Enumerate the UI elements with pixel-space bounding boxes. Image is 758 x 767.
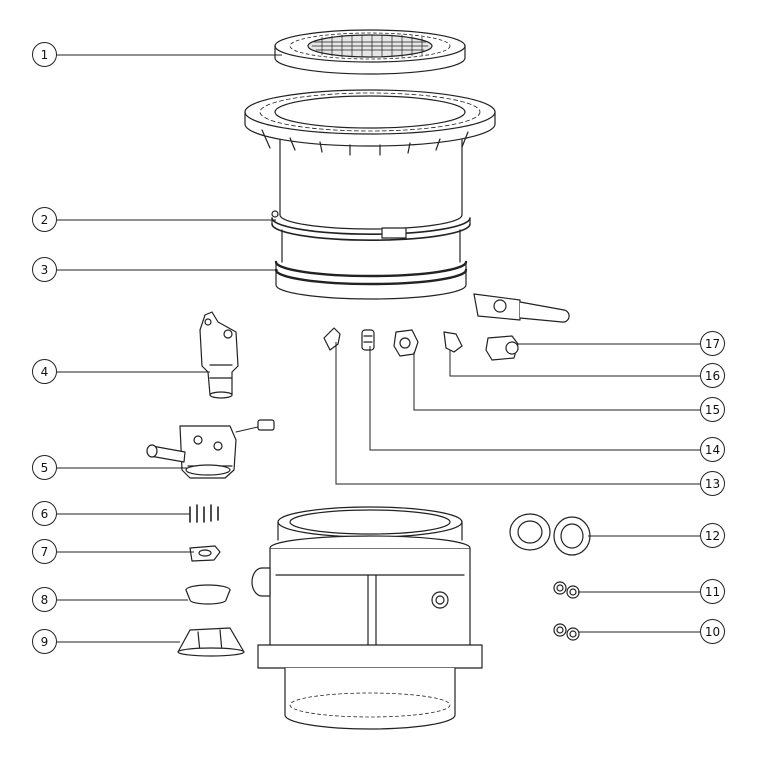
callout-6: 6 [32,501,57,526]
part-11-washers [553,581,580,599]
part-13-fitting [323,327,341,351]
part-9-base-mount [177,627,245,657]
part-1-grate-ring [274,29,466,75]
leader-lines [57,54,700,643]
part-16-fitting [443,331,463,353]
callout-11: 11 [700,579,725,604]
callout-4: 4 [32,359,57,384]
callout-16: 16 [700,363,725,388]
lower-housing [251,506,483,730]
part-14-fitting [361,329,375,351]
part-17-fitting [485,335,519,361]
callout-15: 15 [700,397,725,422]
callout-5: 5 [32,455,57,480]
part-10-rings [553,623,580,641]
part-6-screws [189,504,219,523]
callout-7: 7 [32,539,57,564]
callout-14: 14 [700,437,725,462]
callout-13: 13 [700,471,725,496]
part-4-valve-assembly [199,311,239,399]
part-7-clip [189,545,221,562]
callout-12: 12 [700,523,725,548]
hose-fitting [473,293,570,323]
part-12-rings [509,513,591,556]
part-8-cap [185,584,231,605]
callout-3: 3 [32,257,57,282]
callout-10: 10 [700,619,725,644]
part-5-primer-assembly [146,419,275,479]
callout-17: 17 [700,331,725,356]
callout-1: 1 [32,42,57,67]
callout-8: 8 [32,587,57,612]
callout-2: 2 [32,207,57,232]
upper-housing [244,89,496,300]
callout-9: 9 [32,629,57,654]
